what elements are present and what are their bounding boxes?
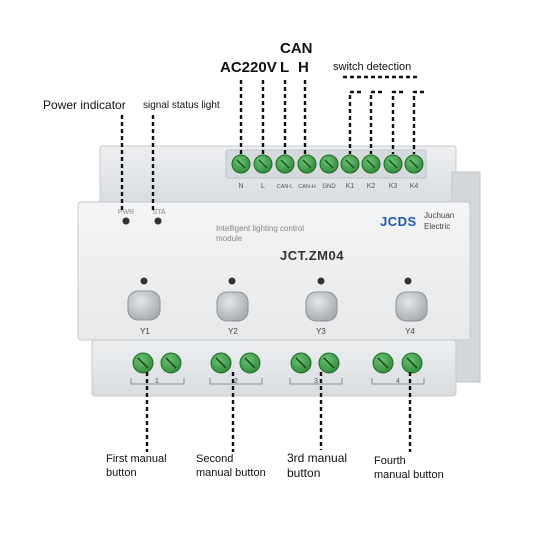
power-indicator-label: Power indicator (43, 98, 126, 112)
second-manual-button-label: Second manual button (196, 452, 266, 480)
can-l-label: L (280, 59, 290, 76)
first-manual-button-label: First manual button (106, 452, 167, 480)
button-label-y4: Y4 (405, 327, 415, 336)
bottom-housing (91, 339, 457, 397)
terminal-label: K2 (367, 183, 376, 190)
manual-button-y1 (127, 290, 161, 321)
callout-line-k2 (369, 90, 382, 154)
manual-button-y3 (305, 291, 338, 322)
channel-number: 4 (396, 378, 400, 385)
channel-number: 2 (234, 378, 238, 385)
switch-detection-label: switch detection (333, 61, 412, 73)
sta-label: STA (152, 209, 165, 216)
button-label-y3: Y3 (316, 327, 326, 336)
label-line: button (287, 466, 321, 480)
label-line: Fourth (374, 455, 406, 467)
label-line: manual button (196, 467, 266, 479)
label-line: First manual (106, 453, 167, 465)
fourth-manual-button-label: Fourth manual button (374, 454, 444, 482)
terminal-label: K4 (410, 183, 419, 190)
signal-status-light-label: signal status light (143, 100, 220, 111)
manual-button-y2 (216, 291, 249, 322)
channel-number: 1 (155, 378, 159, 385)
brand-name-line1: Juchuan (424, 211, 454, 220)
channel-led (228, 277, 236, 285)
channel-led (140, 277, 148, 285)
sta-led (154, 217, 162, 225)
terminal-label: CAN-L (277, 184, 294, 190)
can-label: CAN (280, 40, 313, 57)
terminal-label: K1 (346, 183, 355, 190)
pwr-led (122, 217, 130, 225)
can-h-label: H (298, 59, 309, 76)
label-line: manual button (374, 469, 444, 481)
callout-line-k1 (348, 90, 361, 154)
terminal-label: GND (322, 184, 336, 190)
module-description-line2: module (216, 234, 243, 243)
button-label-y2: Y2 (228, 327, 238, 336)
label-line: 3rd manual (287, 451, 348, 465)
third-manual-button-label: 3rd manual button (287, 451, 347, 481)
terminal-label: K3 (389, 183, 398, 190)
terminal-label: CAN-H (298, 184, 315, 190)
channel-led (317, 277, 325, 285)
terminal-label: L (261, 183, 265, 190)
channel-number: 3 (314, 378, 318, 385)
pwr-label: PWR (118, 209, 134, 216)
model-number: JCT.ZM04 (280, 248, 344, 263)
button-label-y1: Y1 (140, 327, 150, 336)
manual-button-y4 (395, 291, 428, 322)
channel-led (404, 277, 412, 285)
brand-logo: JCDS (380, 214, 417, 229)
ac220v-label: AC220V (220, 59, 277, 76)
module-description-line1: Intelligent lighting control (216, 224, 304, 233)
brand-name-line2: Electric (424, 222, 450, 231)
label-line: Second (196, 453, 234, 465)
callout-line-k4 (412, 90, 424, 154)
callout-line-k3 (391, 90, 403, 154)
label-line: button (106, 467, 137, 479)
top-terminals (231, 154, 424, 174)
terminal-label: N (238, 183, 243, 190)
